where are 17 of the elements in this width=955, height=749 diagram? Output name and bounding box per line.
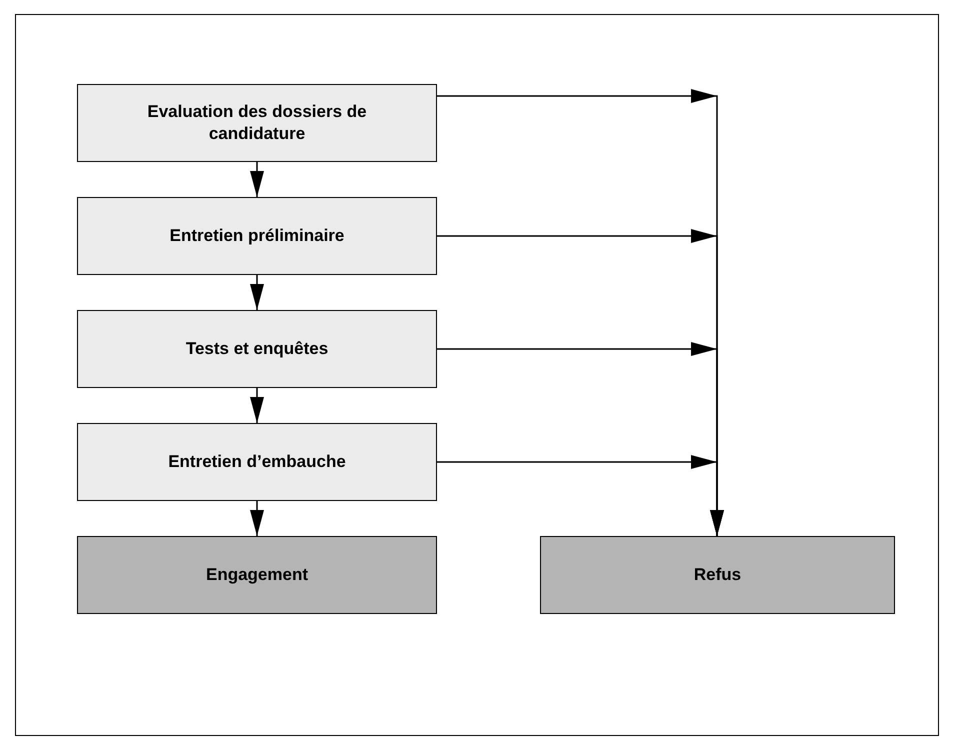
box-label: Refus bbox=[694, 564, 742, 586]
process-box bbox=[77, 536, 437, 614]
box-label: Evaluation des dossiers de candidature bbox=[146, 100, 368, 145]
box-label: Engagement bbox=[206, 564, 308, 586]
arrow bbox=[250, 388, 264, 423]
process-box bbox=[77, 84, 437, 162]
arrow bbox=[250, 501, 264, 536]
arrow bbox=[437, 455, 724, 536]
process-box bbox=[77, 197, 437, 275]
arrow bbox=[250, 275, 264, 310]
process-box bbox=[540, 536, 895, 614]
box-label: Entretien d’embauche bbox=[168, 450, 346, 473]
process-box bbox=[77, 423, 437, 501]
arrow bbox=[250, 162, 264, 197]
box-label: Tests et enquêtes bbox=[186, 338, 328, 360]
box-label: Entretien préliminaire bbox=[170, 224, 344, 247]
process-box bbox=[77, 310, 437, 388]
